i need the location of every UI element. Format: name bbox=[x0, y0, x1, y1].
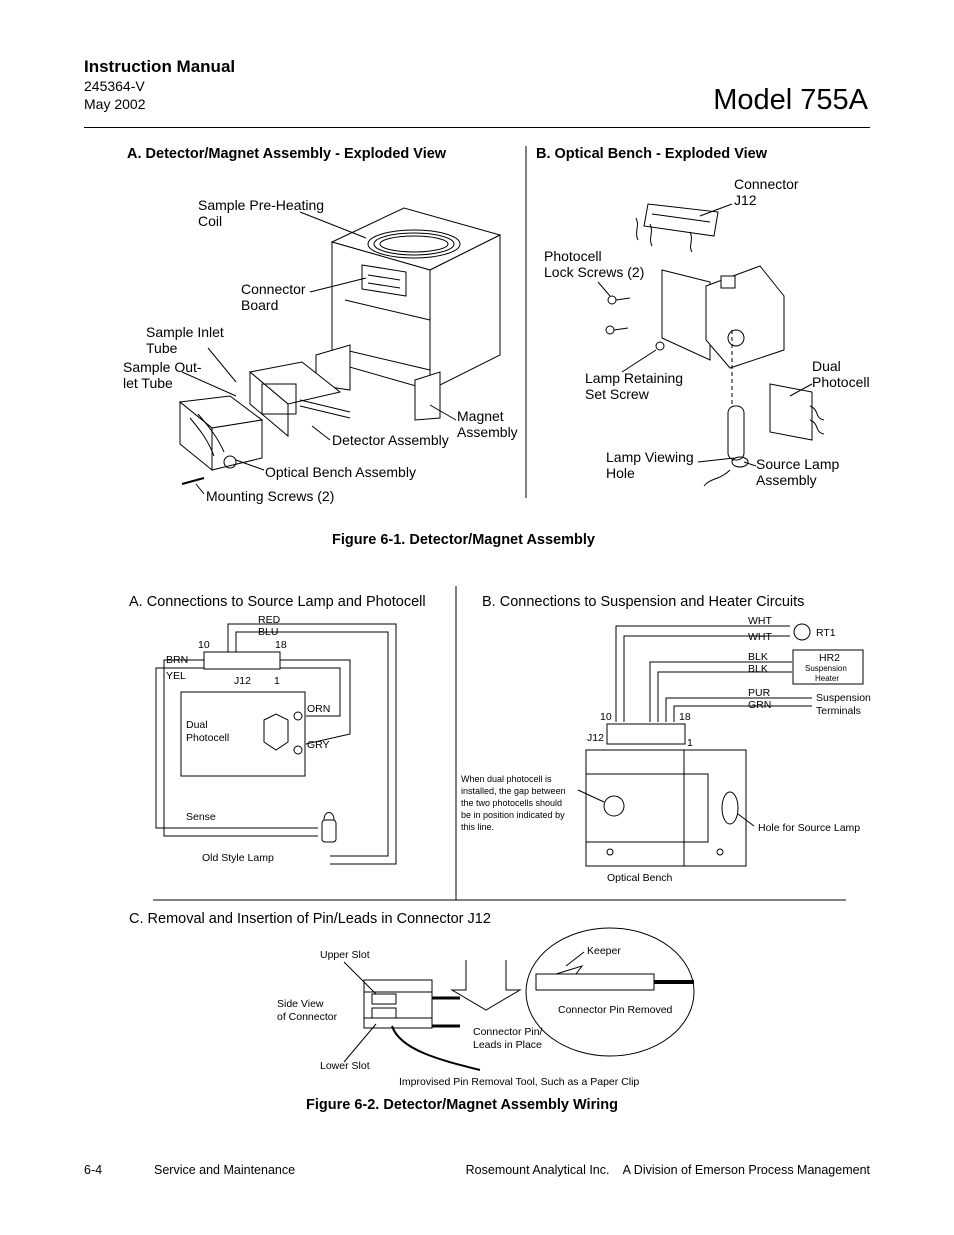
label-upper-slot: Upper Slot bbox=[320, 949, 370, 961]
label-mounting-screws: Mounting Screws (2) bbox=[206, 488, 335, 504]
label-magnet-assembly-2: Assembly bbox=[457, 424, 518, 440]
wire-blk-1: BLK bbox=[748, 651, 768, 663]
label-lamp-viewing-1: Lamp Viewing bbox=[606, 449, 694, 465]
panel-a-wiring bbox=[155, 623, 397, 865]
label-connector-j12-1: Connector bbox=[734, 176, 799, 192]
optical-bench-drawing bbox=[178, 395, 264, 485]
magnet-assembly bbox=[315, 207, 502, 421]
label-lamp-viewing-2: Hole bbox=[606, 465, 635, 481]
wire-blu: BLU bbox=[258, 626, 279, 638]
wire-wht-1: WHT bbox=[748, 615, 772, 627]
wire-brn: BRN bbox=[166, 654, 189, 666]
label-connector-board-2: Board bbox=[241, 297, 279, 313]
panel-c-drawing bbox=[343, 927, 695, 1071]
fig1-panel-b-title: B. Optical Bench - Exploded View bbox=[536, 146, 767, 162]
label-optical-bench-assembly: Optical Bench Assembly bbox=[265, 464, 416, 480]
label-dual-photocell-1: Dual bbox=[812, 358, 841, 374]
fig2-panel-c-title: C. Removal and Insertion of Pin/Leads in… bbox=[129, 911, 491, 927]
note-line-5: this line. bbox=[461, 822, 495, 832]
label-sample-inlet-2: Tube bbox=[146, 340, 178, 356]
label-hr2: HR2 bbox=[819, 652, 841, 664]
footer-company: Rosemount Analytical Inc. A Division of … bbox=[465, 1163, 870, 1177]
note-line-2: installed, the gap between bbox=[461, 786, 566, 796]
label-dual-photocell-2: Photocell bbox=[812, 374, 870, 390]
label-photocell-lock-2: Lock Screws (2) bbox=[544, 264, 645, 280]
fig1-panel-a-title: A. Detector/Magnet Assembly - Exploded V… bbox=[127, 146, 447, 162]
label-preheating-coil-1: Sample Pre-Heating bbox=[198, 197, 325, 213]
label-hole-source-lamp: Hole for Source Lamp bbox=[758, 822, 861, 834]
label-detector-assembly: Detector Assembly bbox=[332, 432, 449, 448]
connector-j12-b: J12 bbox=[587, 732, 604, 744]
label-rt1: RT1 bbox=[816, 627, 836, 639]
model-title: Model 755A bbox=[713, 84, 868, 116]
fig2-panel-b-title: B. Connections to Suspension and Heater … bbox=[482, 594, 805, 610]
connector-board-drawing bbox=[361, 264, 407, 297]
wire-pur: PUR bbox=[748, 687, 771, 699]
label-keeper: Keeper bbox=[587, 945, 621, 957]
dual-photocell-1: Dual bbox=[186, 719, 208, 731]
optical-bench-exploded bbox=[605, 203, 825, 487]
doc-number: 245364-V bbox=[84, 78, 145, 94]
label-hr2-sub2: Heater bbox=[815, 674, 840, 683]
manual-title: Instruction Manual bbox=[84, 57, 236, 76]
wire-red: RED bbox=[258, 614, 281, 626]
doc-date: May 2002 bbox=[84, 96, 146, 112]
fig2-panel-a-title: A. Connections to Source Lamp and Photoc… bbox=[129, 594, 426, 610]
footer-page-number: 6-4 bbox=[84, 1163, 103, 1177]
wire-yel: YEL bbox=[166, 670, 186, 682]
pin-1-b: 1 bbox=[687, 737, 693, 749]
note-line-3: the two photocells should bbox=[461, 798, 563, 808]
dual-photocell-2: Photocell bbox=[186, 732, 230, 744]
label-connector-j12-2: J12 bbox=[734, 192, 757, 208]
label-side-view-1: Side View bbox=[277, 998, 324, 1010]
label-lamp-retaining-1: Lamp Retaining bbox=[585, 370, 684, 386]
label-source-lamp-2: Assembly bbox=[756, 472, 817, 488]
label-old-style-lamp: Old Style Lamp bbox=[202, 852, 274, 864]
panel-b-wiring bbox=[577, 623, 864, 867]
label-magnet-assembly-1: Magnet bbox=[457, 408, 504, 424]
label-side-view-2: of Connector bbox=[277, 1011, 338, 1023]
label-pin-removed: Connector Pin Removed bbox=[558, 1004, 673, 1016]
note-line-4: be in position indicated by bbox=[461, 810, 565, 820]
label-lower-slot: Lower Slot bbox=[320, 1060, 370, 1072]
label-optical-bench: Optical Bench bbox=[607, 872, 673, 884]
label-photocell-lock-1: Photocell bbox=[544, 248, 602, 264]
label-sample-outlet-1: Sample Out- bbox=[123, 359, 202, 375]
label-hr2-sub1: Suspension bbox=[805, 664, 847, 673]
label-suspension-1: Suspension bbox=[816, 692, 871, 704]
footer-section: Service and Maintenance bbox=[154, 1163, 296, 1177]
label-pin-in-place-1: Connector Pin/ bbox=[473, 1026, 543, 1038]
detector-assembly-drawing bbox=[248, 361, 351, 438]
note-line-1: When dual photocell is bbox=[461, 774, 552, 784]
figure-6-1-drawing bbox=[178, 146, 825, 498]
wire-gry: GRY bbox=[307, 739, 330, 751]
wire-grn: GRN bbox=[748, 699, 772, 711]
connector-j12-a: J12 bbox=[234, 675, 251, 687]
label-removal-tool: Improvised Pin Removal Tool, Such as a P… bbox=[399, 1076, 640, 1088]
label-pin-in-place-2: Leads in Place bbox=[473, 1039, 542, 1051]
wire-orn: ORN bbox=[307, 703, 331, 715]
figure-6-1-caption: Figure 6-1. Detector/Magnet Assembly bbox=[332, 532, 595, 548]
label-suspension-2: Terminals bbox=[816, 705, 861, 717]
label-preheating-coil-2: Coil bbox=[198, 213, 223, 229]
pin-10-a: 10 bbox=[198, 639, 210, 651]
header-rule bbox=[84, 127, 870, 128]
label-sample-inlet-1: Sample Inlet bbox=[146, 324, 224, 340]
label-lamp-retaining-2: Set Screw bbox=[585, 386, 649, 402]
label-sample-outlet-2: let Tube bbox=[123, 375, 173, 391]
wire-blk-2: BLK bbox=[748, 663, 768, 675]
pin-1-a: 1 bbox=[274, 675, 280, 687]
label-sense: Sense bbox=[186, 811, 216, 823]
label-source-lamp-1: Source Lamp bbox=[756, 456, 840, 472]
pin-10-b: 10 bbox=[600, 711, 612, 723]
label-connector-board-1: Connector bbox=[241, 281, 306, 297]
figure-6-2-caption: Figure 6-2. Detector/Magnet Assembly Wir… bbox=[306, 1097, 618, 1113]
pin-18-b: 18 bbox=[679, 711, 691, 723]
pin-18-a: 18 bbox=[275, 639, 287, 651]
wire-wht-2: WHT bbox=[748, 631, 772, 643]
